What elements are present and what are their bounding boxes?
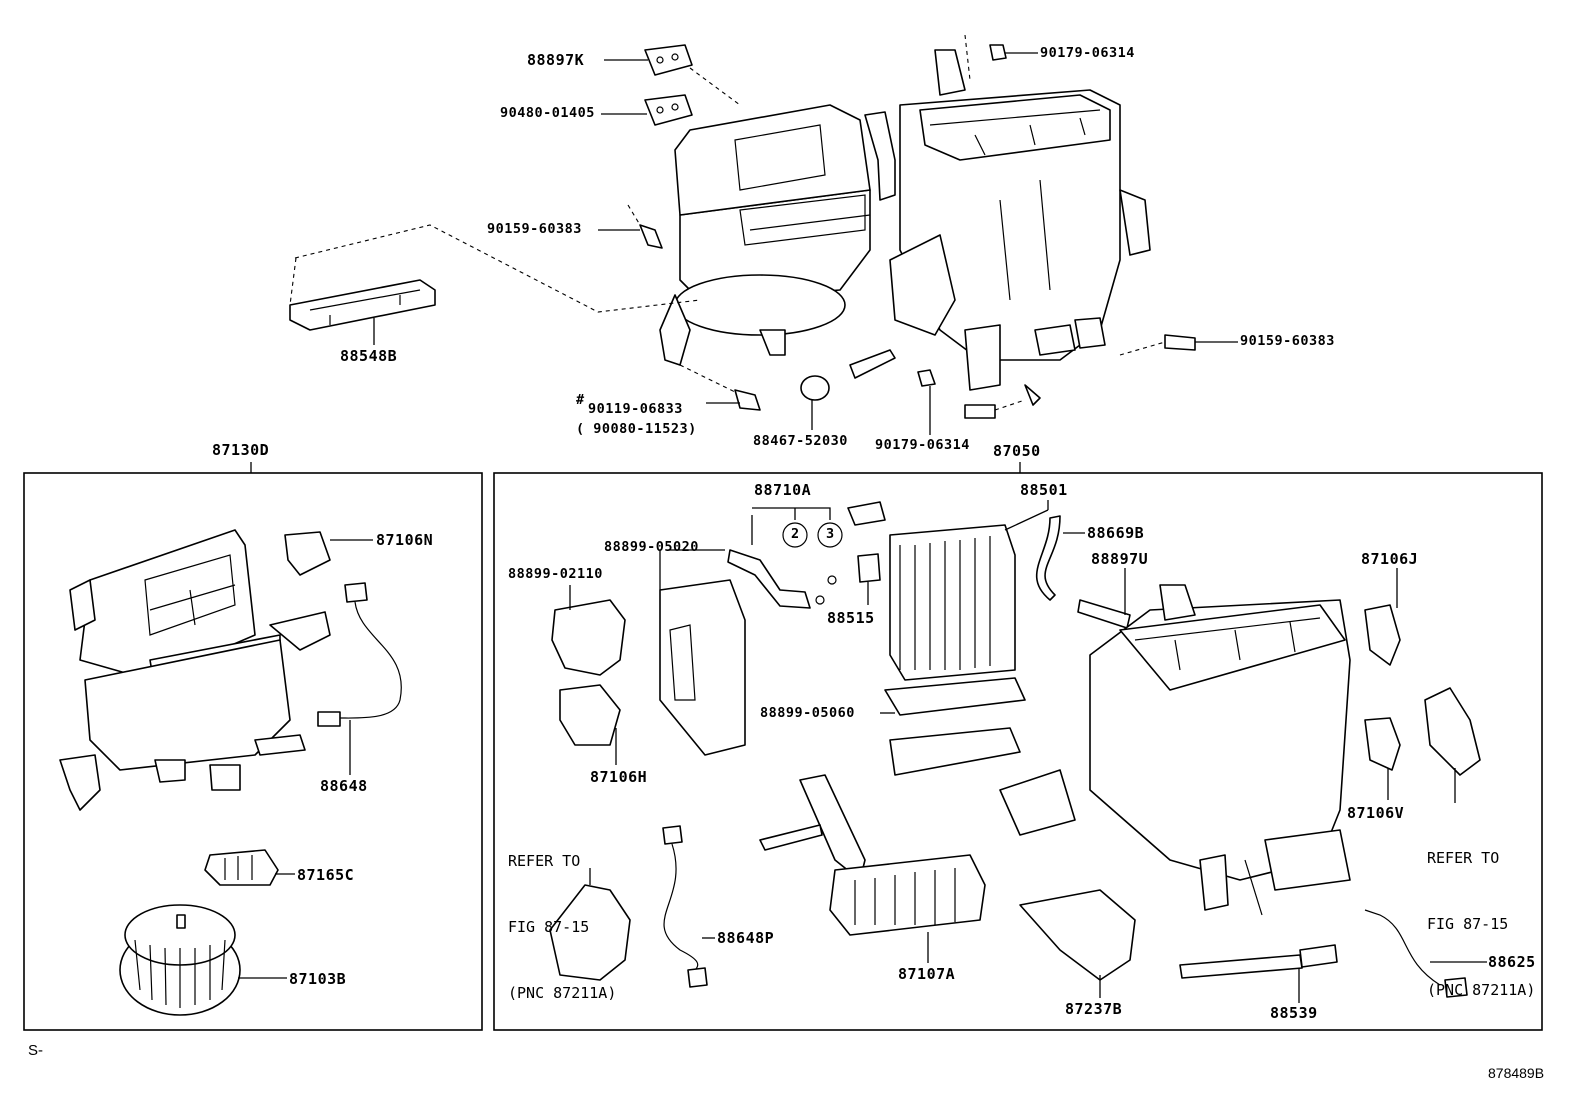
label-88897U: 88897U	[1091, 550, 1149, 568]
label-87106N: 87106N	[376, 531, 434, 549]
label-88501: 88501	[1020, 481, 1068, 499]
label-88648: 88648	[320, 777, 368, 795]
footer-figure-id: 878489B	[1488, 1065, 1545, 1081]
label-90119-06833: 90119-06833	[588, 401, 683, 417]
refer-right-line2: FIG 87-15	[1427, 915, 1509, 933]
label-88515: 88515	[827, 609, 875, 627]
label-87106V: 87106V	[1347, 804, 1405, 822]
label-87103B: 87103B	[289, 970, 347, 988]
refer-left-line2: FIG 87-15	[508, 918, 590, 936]
refer-left-line1: REFER TO	[508, 852, 581, 870]
label-90480-01405: 90480-01405	[500, 105, 595, 121]
refer-note-left: REFER TO FIG 87-15 (PNC 87211A)	[508, 806, 616, 1026]
label-90159-60383-right: 90159-60383	[1240, 333, 1335, 349]
callout-3: 3	[826, 526, 835, 542]
label-88899-05020: 88899-05020	[604, 539, 699, 555]
label-88625: 88625	[1488, 953, 1536, 971]
label-88539: 88539	[1270, 1004, 1318, 1022]
label-87165C: 87165C	[297, 866, 355, 884]
label-87050: 87050	[993, 442, 1041, 460]
label-88548B: 88548B	[340, 347, 398, 365]
footer-left-code: S-	[28, 1042, 43, 1059]
label-90159-60383-left: 90159-60383	[487, 221, 582, 237]
label-87130D: 87130D	[212, 441, 270, 459]
label-88467-52030: 88467-52030	[753, 433, 848, 449]
label-87107A: 87107A	[898, 965, 956, 983]
label-87237B: 87237B	[1065, 1000, 1123, 1018]
label-88897K: 88897K	[527, 51, 585, 69]
label-90179-06314-top: 90179-06314	[1040, 45, 1135, 61]
label-88899-05060: 88899-05060	[760, 705, 855, 721]
label-88710A: 88710A	[754, 481, 812, 499]
label-88648P: 88648P	[717, 929, 775, 947]
label-87106J: 87106J	[1361, 550, 1419, 568]
refer-note-right: REFER TO FIG 87-15 (PNC 87211A)	[1427, 803, 1535, 1023]
callout-2: 2	[791, 526, 800, 542]
blower-unit-parts	[59, 529, 402, 1016]
heater-unit-parts	[549, 501, 1481, 998]
label-hash: #	[576, 392, 585, 408]
label-88669B: 88669B	[1087, 524, 1145, 542]
top-heater-assembly	[289, 34, 1196, 419]
group-87050-frame	[493, 472, 1543, 1031]
label-87106H: 87106H	[590, 768, 648, 786]
refer-right-line1: REFER TO	[1427, 849, 1500, 867]
refer-left-line3: (PNC 87211A)	[508, 984, 617, 1002]
label-88899-02110: 88899-02110	[508, 566, 603, 582]
refer-right-line3: (PNC 87211A)	[1427, 981, 1536, 999]
label-90179-06314-bottom: 90179-06314	[875, 437, 970, 453]
label-90080-11523: ( 90080-11523)	[576, 421, 697, 437]
group-87130D-frame	[23, 472, 483, 1031]
